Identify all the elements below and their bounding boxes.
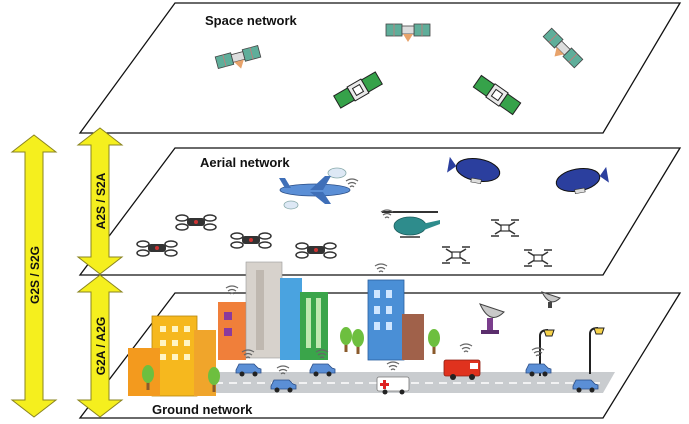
helicopter-icon xyxy=(382,211,440,238)
a2s-link-label: A2S / S2A xyxy=(94,172,108,229)
satellite-dish-icon xyxy=(541,291,561,308)
ambulance-icon xyxy=(376,376,410,395)
g2a-link-arrow: G2A / A2G xyxy=(76,274,124,418)
airplane-icon xyxy=(279,176,351,204)
space-network-plane: Space network xyxy=(78,2,682,134)
building-icon xyxy=(367,279,424,361)
fire-truck-icon xyxy=(443,359,481,380)
g2a-link-label: G2A / A2G xyxy=(94,317,108,375)
airship-icon xyxy=(555,166,609,195)
ground-network-plane: Ground network xyxy=(78,261,682,419)
g2s-link-arrow: G2S / S2G xyxy=(10,134,58,418)
g2s-link-label: G2S / S2G xyxy=(28,246,42,304)
ground-network-label: Ground network xyxy=(152,402,253,417)
space-network-label: Space network xyxy=(205,13,298,28)
aerial-network-label: Aerial network xyxy=(200,155,290,170)
aerial-network-plane: Aerial network xyxy=(78,147,682,276)
a2s-link-arrow: A2S / S2A xyxy=(76,127,124,275)
satellite-dish-icon xyxy=(479,303,505,334)
building-icon xyxy=(218,261,328,360)
airship-icon xyxy=(447,156,501,185)
cloud-icon xyxy=(283,167,347,210)
